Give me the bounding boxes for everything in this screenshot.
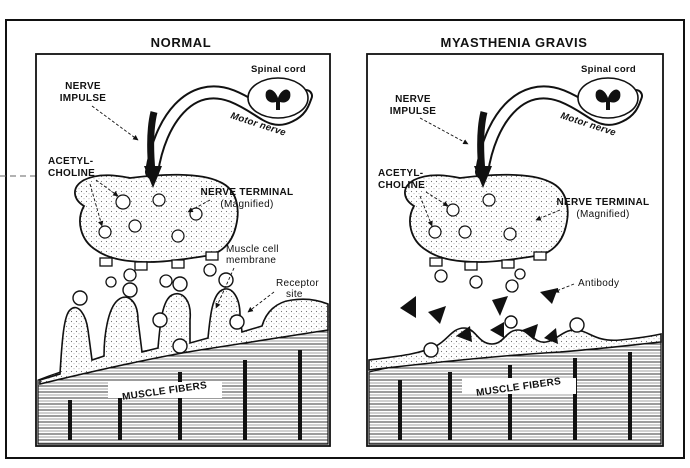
panel-normal: NORMAL MUSCLE FIBERS <box>36 35 330 446</box>
label-muscle-membrane-l2-normal: membrane <box>226 255 276 266</box>
label-acetylcholine-l1-normal: ACETYL- <box>48 156 93 167</box>
label-receptor-site-l1-normal: Receptor <box>276 278 319 289</box>
label-acetylcholine-l2-normal: CHOLINE <box>48 168 95 179</box>
label-antibody-mg: Antibody <box>578 278 619 289</box>
label-muscle-membrane-l1-normal: Muscle cell <box>226 244 279 255</box>
label-nerve-impulse-l1-mg: NERVE <box>395 94 431 105</box>
label-nerve-terminal-l1-normal: NERVE TERMINAL <box>201 187 294 198</box>
nerve-impulse-arrow-mg <box>481 112 484 172</box>
label-spinal-cord-normal: Spinal cord <box>251 64 306 75</box>
label-nerve-impulse-l1-normal: NERVE <box>65 81 101 92</box>
panel-title-mg: MYASTHENIA GRAVIS <box>441 35 588 50</box>
label-receptor-site-l2-normal: site <box>286 289 303 300</box>
panel-myasthenia-gravis: MYASTHENIA GRAVIS MUSCLE FIBERS <box>367 35 663 446</box>
label-acetylcholine-l1-mg: ACETYL- <box>378 168 423 179</box>
label-acetylcholine-l2-mg: CHOLINE <box>378 180 425 191</box>
nerve-impulse-arrow-normal <box>151 112 154 172</box>
label-nerve-terminal-l2-mg: (Magnified) <box>576 209 629 220</box>
nerve-terminal-mg <box>405 175 568 262</box>
label-spinal-cord-mg: Spinal cord <box>581 64 636 75</box>
label-nerve-terminal-l1-mg: NERVE TERMINAL <box>557 197 650 208</box>
label-nerve-terminal-l2-normal: (Magnified) <box>220 199 273 210</box>
label-nerve-impulse-l2-normal: IMPULSE <box>60 93 107 104</box>
spinal-cord-normal <box>248 78 308 118</box>
label-nerve-impulse-l2-mg: IMPULSE <box>390 106 437 117</box>
panel-title-normal: NORMAL <box>151 35 212 50</box>
spinal-cord-mg <box>578 78 638 118</box>
